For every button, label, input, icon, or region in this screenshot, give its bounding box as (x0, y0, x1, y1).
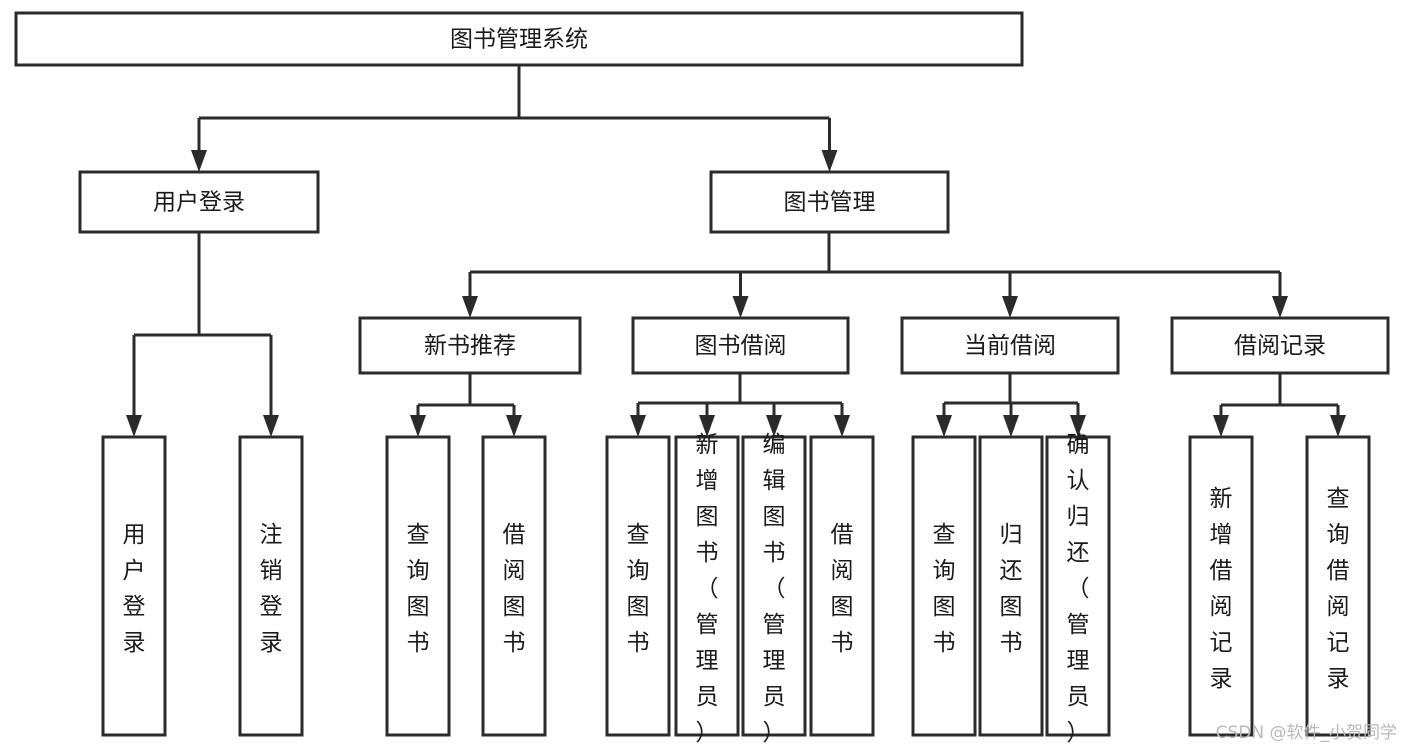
arrow-head-icon (630, 415, 646, 437)
arrow-head-icon (1330, 415, 1346, 437)
node-leaf-edit-book[interactable]: 编辑图书（管理员） (741, 432, 807, 746)
node-leaf-query-book-1[interactable]: 查询图书 (385, 435, 451, 737)
arrow-head-icon (1272, 296, 1288, 318)
arrow-head-icon (834, 415, 850, 437)
connector-group (936, 373, 1086, 437)
node-book-borrow-box[interactable] (631, 316, 850, 375)
connector-group (630, 373, 850, 437)
node-current-borrow[interactable]: 当前借阅 (900, 316, 1120, 375)
node-leaf-query-book-1-box[interactable] (385, 435, 451, 737)
connector-group (410, 373, 522, 437)
node-leaf-borrow-book-1-label: 借阅图书 (503, 522, 526, 656)
arrow-head-icon (1002, 296, 1018, 318)
node-borrow-record-label: 借阅记录 (1234, 333, 1326, 359)
node-new-book-recommend-box[interactable] (358, 316, 582, 375)
node-leaf-add-book-label: 新增图书（管理员） (696, 432, 719, 746)
node-leaf-query-book-3[interactable]: 查询图书 (911, 435, 977, 737)
arrow-head-icon (732, 296, 749, 318)
node-root-box[interactable] (14, 11, 1024, 67)
node-leaf-add-book[interactable]: 新增图书（管理员） (674, 432, 740, 746)
node-leaf-query-book-3-label: 查询图书 (933, 522, 956, 656)
arrow-head-icon (821, 150, 838, 172)
node-leaf-query-record[interactable]: 查询借阅记录 (1305, 435, 1371, 737)
node-leaf-borrow-book-2-label: 借阅图书 (831, 522, 854, 656)
node-leaf-edit-book-box[interactable] (741, 435, 807, 737)
node-leaf-user-login-box[interactable] (101, 435, 167, 737)
node-leaf-confirm-return[interactable]: 确认归还（管理员） (1045, 432, 1111, 746)
node-layer: 图书管理系统用户登录图书管理新书推荐图书借阅当前借阅借阅记录用户登录注销登录查询… (14, 11, 1390, 746)
arrow-head-icon (699, 415, 715, 437)
node-user-login[interactable]: 用户登录 (78, 170, 320, 234)
arrow-head-icon (263, 415, 279, 437)
node-leaf-query-book-3-box[interactable] (911, 435, 977, 737)
node-leaf-add-record[interactable]: 新增借阅记录 (1188, 435, 1254, 737)
arrow-head-icon (410, 415, 426, 437)
arrow-head-icon (936, 415, 952, 437)
node-leaf-borrow-book-2-box[interactable] (809, 435, 875, 737)
node-borrow-record-box[interactable] (1170, 316, 1390, 375)
connector-layer (126, 65, 1346, 437)
node-leaf-confirm-return-label: 确认归还（管理员） (1067, 432, 1090, 746)
node-book-borrow[interactable]: 图书借阅 (631, 316, 850, 375)
node-leaf-add-book-box[interactable] (674, 435, 740, 737)
node-book-manage[interactable]: 图书管理 (709, 170, 950, 234)
node-leaf-return-book-label: 归还图书 (1000, 522, 1023, 656)
connector-group (462, 232, 1288, 318)
node-leaf-return-book[interactable]: 归还图书 (978, 435, 1044, 737)
arrow-head-icon (126, 415, 142, 437)
node-root-label: 图书管理系统 (450, 27, 588, 53)
node-leaf-borrow-book-1-box[interactable] (481, 435, 547, 737)
arrow-head-icon (506, 415, 522, 437)
node-new-book-recommend-label: 新书推荐 (424, 333, 516, 359)
arrow-head-icon (766, 415, 782, 437)
node-user-login-box[interactable] (78, 170, 320, 234)
connector-group (126, 232, 279, 437)
node-leaf-user-logout-box[interactable] (238, 435, 304, 737)
node-user-login-label: 用户登录 (153, 190, 245, 216)
arrow-head-icon (1213, 415, 1229, 437)
node-leaf-query-book-1-label: 查询图书 (407, 522, 430, 656)
node-leaf-user-login[interactable]: 用户登录 (101, 435, 167, 737)
node-leaf-confirm-return-box[interactable] (1045, 435, 1111, 737)
connector-group (191, 65, 838, 172)
node-leaf-borrow-book-1[interactable]: 借阅图书 (481, 435, 547, 737)
csdn-watermark: CSDN @软件_小贺同学 (1215, 723, 1397, 743)
node-leaf-edit-book-label: 编辑图书（管理员） (763, 432, 786, 746)
arrow-head-icon (191, 150, 207, 172)
arrow-head-icon (462, 296, 478, 318)
node-root[interactable]: 图书管理系统 (14, 11, 1024, 67)
arrow-head-icon (1070, 415, 1086, 437)
node-leaf-query-book-2[interactable]: 查询图书 (605, 435, 671, 737)
node-leaf-return-book-box[interactable] (978, 435, 1044, 737)
node-current-borrow-box[interactable] (900, 316, 1120, 375)
node-leaf-borrow-book-2[interactable]: 借阅图书 (809, 435, 875, 737)
node-book-borrow-label: 图书借阅 (695, 333, 787, 359)
node-leaf-query-book-2-box[interactable] (605, 435, 671, 737)
node-new-book-recommend[interactable]: 新书推荐 (358, 316, 582, 375)
node-leaf-query-book-2-label: 查询图书 (627, 522, 650, 656)
node-leaf-user-logout[interactable]: 注销登录 (238, 435, 304, 737)
node-borrow-record[interactable]: 借阅记录 (1170, 316, 1390, 375)
node-leaf-query-record-box[interactable] (1305, 435, 1371, 737)
node-leaf-add-record-box[interactable] (1188, 435, 1254, 737)
node-book-manage-box[interactable] (709, 170, 950, 234)
connector-group (1213, 373, 1346, 437)
node-current-borrow-label: 当前借阅 (964, 333, 1056, 359)
node-leaf-query-record-label: 查询借阅记录 (1327, 486, 1350, 692)
node-leaf-user-logout-label: 注销登录 (260, 522, 283, 656)
node-book-manage-label: 图书管理 (784, 190, 876, 216)
node-leaf-user-login-label: 用户登录 (123, 522, 146, 656)
arrow-head-icon (1003, 415, 1019, 437)
node-leaf-add-record-label: 新增借阅记录 (1210, 486, 1233, 692)
